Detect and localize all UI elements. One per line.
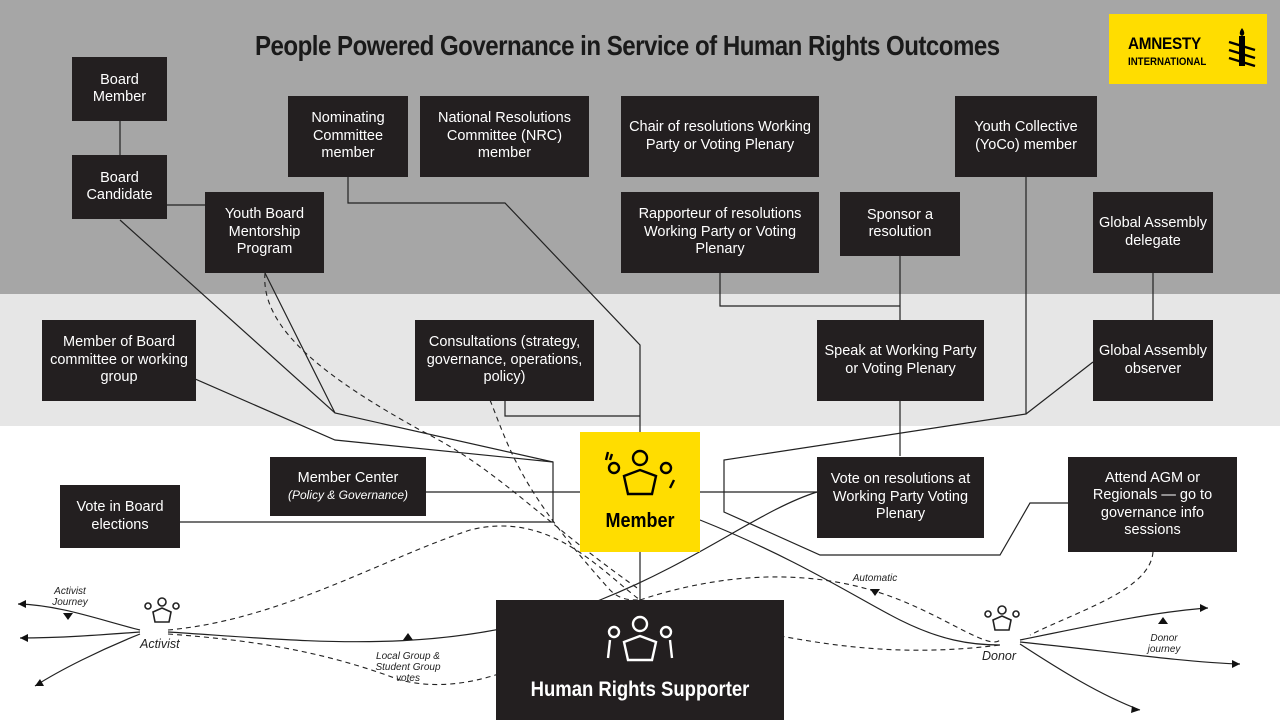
board-candidate-box: Board Candidate [72, 155, 167, 219]
member-node: Member [580, 432, 700, 552]
nominating-committee-box: Nominating Committee member [288, 96, 408, 177]
logo-line2: INTERNATIONAL [1128, 56, 1207, 68]
automatic-note: Automatic [852, 573, 898, 584]
sponsor-box: Sponsor a resolution [840, 192, 960, 256]
local-group-note: Local Group & Student Group votes [375, 651, 441, 684]
vote-resolutions-box: Vote on resolutions at Working Party Vot… [817, 457, 984, 538]
member-center-label: Member Center [297, 470, 399, 487]
nrc-box: National Resolutions Committee (NRC) mem… [420, 96, 589, 177]
speak-box: Speak at Working Party or Voting Plenary [817, 320, 984, 401]
consultations-box: Consultations (strategy, governance, ope… [415, 320, 594, 401]
board-member-box: Board Member [72, 57, 167, 121]
candle-icon [1228, 28, 1256, 68]
agm-box: Attend AGM or Regionals — go to governan… [1068, 457, 1237, 552]
activist-label: Activist [140, 637, 180, 651]
youth-board-box: Youth Board Mentorship Program [205, 192, 324, 273]
activist-people-icon [144, 597, 180, 623]
human-rights-supporter-node: Human Rights Supporter [496, 600, 784, 720]
page-title: People Powered Governance in Service of … [255, 30, 1000, 61]
ga-observer-box: Global Assembly observer [1093, 320, 1213, 401]
supporter-label: Human Rights Supporter [530, 678, 750, 701]
donor-people-icon [984, 605, 1020, 631]
amnesty-logo: AMNESTY INTERNATIONAL [1109, 14, 1267, 84]
donor-journey-note: Donor journey [1147, 633, 1181, 655]
member-label: Member [605, 510, 675, 532]
donor-label: Donor [982, 649, 1017, 663]
member-center-sublabel: (Policy & Governance) [287, 487, 409, 502]
chair-box: Chair of resolutions Working Party or Vo… [621, 96, 819, 177]
member-center-box[interactable]: Member Center (Policy & Governance) [270, 457, 426, 516]
ga-delegate-box: Global Assembly delegate [1093, 192, 1213, 273]
people-group-icon [606, 615, 674, 662]
rapporteur-box: Rapporteur of resolutions Working Party … [621, 192, 819, 273]
vote-board-box: Vote in Board elections [60, 485, 180, 548]
yoco-box: Youth Collective (YoCo) member [955, 96, 1097, 177]
activist-journey-note: Activist Journey [52, 586, 88, 608]
people-group-icon [604, 449, 676, 496]
logo-line1: AMNESTY [1128, 34, 1201, 53]
board-committee-box: Member of Board committee or working gro… [42, 320, 196, 401]
